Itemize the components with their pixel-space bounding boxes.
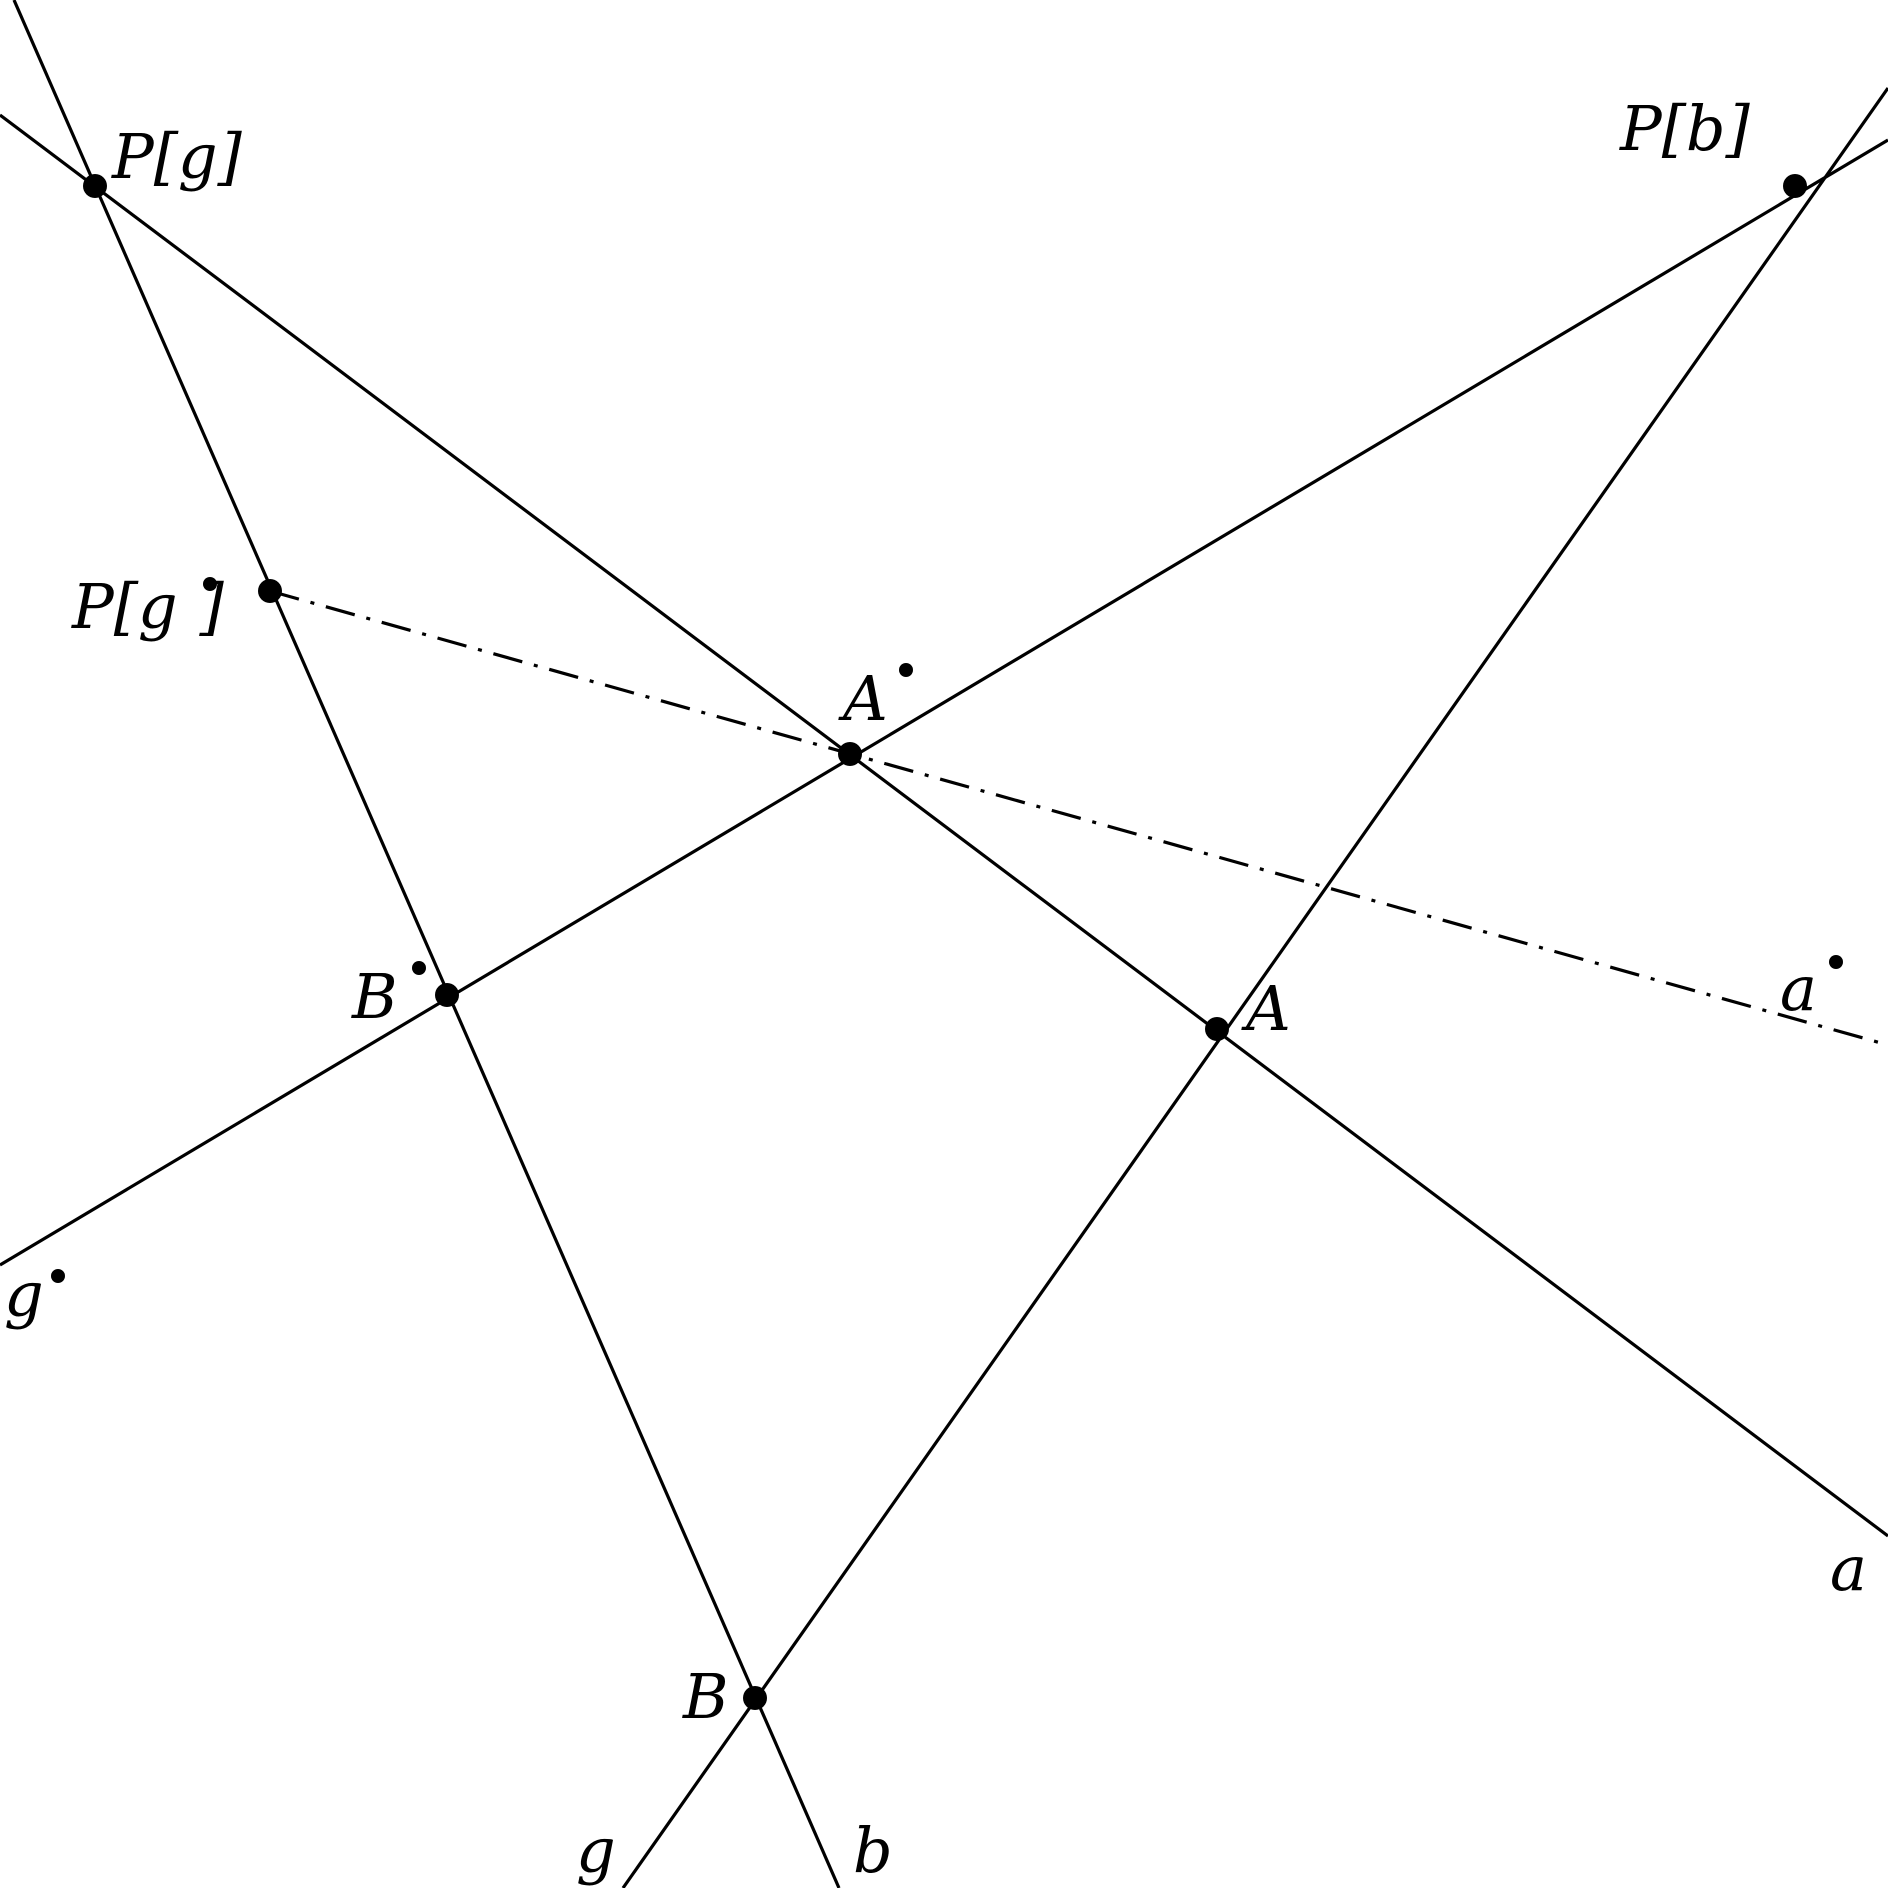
star-bullet-B-star bbox=[412, 961, 426, 975]
point-P-g bbox=[83, 174, 107, 198]
star-bullet-a-star bbox=[1829, 955, 1843, 969]
point-B bbox=[743, 1686, 767, 1710]
label-P-g-star-name: g bbox=[138, 570, 178, 643]
point-A bbox=[1205, 1017, 1229, 1041]
label-P-b-suffix: ] bbox=[1725, 92, 1751, 165]
line-g bbox=[621, 87, 1888, 1888]
line-b bbox=[12, 0, 841, 1888]
label-A: A bbox=[1241, 972, 1291, 1045]
label-B-star: B bbox=[351, 960, 398, 1033]
label-line-a-star: a bbox=[1780, 952, 1817, 1025]
point-B-star bbox=[435, 983, 459, 1007]
label-P-g-suffix: ] bbox=[217, 120, 243, 193]
line-a-star bbox=[269, 589, 1888, 1047]
line-labels: a a g g b bbox=[4, 952, 1867, 1887]
label-A-star: A bbox=[838, 662, 888, 735]
line-g-star bbox=[0, 138, 1888, 1267]
point-P-g-star bbox=[258, 579, 282, 603]
label-P-g-name: g bbox=[178, 120, 218, 193]
label-P-b-prefix: P[ bbox=[1619, 92, 1687, 165]
point-A-star bbox=[838, 742, 862, 766]
label-P-b: P[b] bbox=[1619, 92, 1751, 165]
label-P-g: P[g] bbox=[111, 120, 243, 193]
points bbox=[83, 174, 1807, 1710]
star-bullet-A-star bbox=[899, 663, 913, 677]
star-bullet-P-g-star bbox=[203, 577, 217, 591]
label-line-a: a bbox=[1830, 1532, 1867, 1605]
label-P-g-star-prefix: P[ bbox=[71, 570, 139, 643]
point-P-b bbox=[1783, 174, 1807, 198]
label-line-g-star: g bbox=[4, 1258, 44, 1331]
label-line-b: b bbox=[853, 1814, 893, 1887]
label-P-g-prefix: P[ bbox=[111, 120, 179, 193]
point-labels: P[g] P[b] P[g] A B A B bbox=[71, 92, 1751, 1733]
label-B: B bbox=[682, 1660, 729, 1733]
star-bullet-g-star bbox=[51, 1269, 65, 1283]
line-a bbox=[0, 113, 1888, 1538]
label-P-b-name: b bbox=[1686, 92, 1726, 165]
label-line-g: g bbox=[576, 1814, 616, 1887]
label-P-g-star: P[g] bbox=[71, 570, 225, 643]
